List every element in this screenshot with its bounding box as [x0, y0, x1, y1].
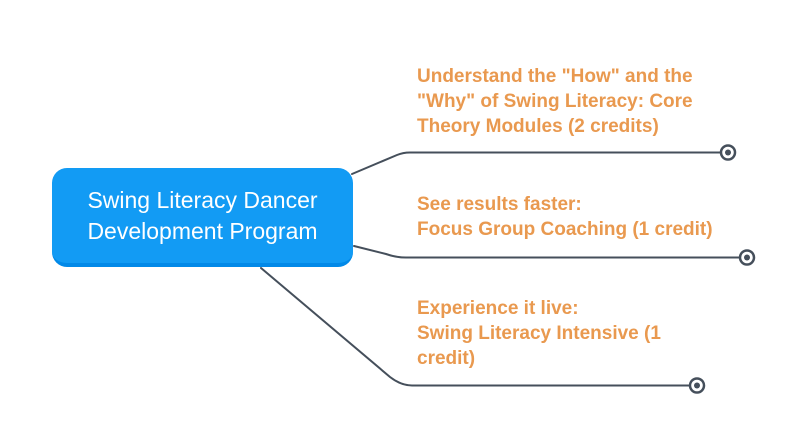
- target-circle-icon[interactable]: [719, 144, 737, 161]
- branch-connector-1: [351, 151, 721, 175]
- branch-label-core-theory-modules[interactable]: Understand the "How" and the "Why" of Sw…: [417, 64, 693, 139]
- branch-label-line: Experience it live:: [417, 298, 579, 319]
- branch-label-line: credit): [417, 348, 476, 369]
- branch-label-line: See results faster:: [417, 194, 582, 215]
- branch-connector-3: [260, 267, 690, 387]
- root-topic-line: Development Program: [87, 217, 318, 244]
- target-circle-icon[interactable]: [688, 377, 706, 394]
- branch-label-line: Swing Literacy Intensive (1: [417, 323, 661, 344]
- branch-label-line: Focus Group Coaching (1 credit): [417, 219, 713, 240]
- branch-label-line: "Why" of Swing Literacy: Core: [417, 91, 693, 112]
- branch-label-line: Understand the "How" and the: [417, 66, 693, 87]
- branch-label-focus-group-coaching[interactable]: See results faster: Focus Group Coaching…: [417, 192, 713, 242]
- branch-label-swing-literacy-intensive[interactable]: Experience it live: Swing Literacy Inten…: [417, 296, 661, 371]
- target-circle-icon[interactable]: [738, 249, 756, 266]
- branch-connector-2: [353, 245, 740, 259]
- root-topic-node[interactable]: Swing Literacy Dancer Development Progra…: [52, 168, 353, 267]
- root-topic-line: Swing Literacy Dancer: [87, 186, 318, 213]
- branch-label-line: Theory Modules (2 credits): [417, 116, 659, 137]
